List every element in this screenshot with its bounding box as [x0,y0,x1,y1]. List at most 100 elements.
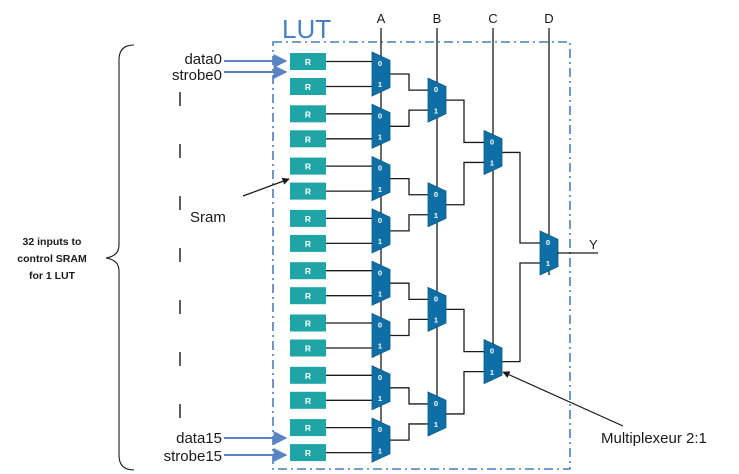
sram-cell: R [290,339,326,357]
brace-label-line-3: for 1 LUT [29,270,76,282]
mux-level-1-body [371,155,391,202]
sram-cell-body [290,444,326,462]
sram-cell-body [290,182,326,200]
sram-cell-label: R [305,134,311,144]
mux-level-3-input-0-label: 0 [490,347,494,356]
mux-l2-to-l3-wire [446,99,484,144]
mux-level-1-body [371,417,391,463]
mux-level-1: 01 [371,208,391,254]
mux-level-1-input-1-label: 1 [378,446,382,455]
mux-level-2: 01 [427,77,447,123]
sram-cell-label: R [305,319,311,329]
mux-level-1: 01 [371,260,391,306]
mux-level-3-input-1-label: 1 [490,368,494,377]
mux-level-3: 01 [483,129,503,176]
sram-cell-label: R [305,214,311,224]
mux-level-4-input-1-label: 1 [546,259,550,268]
mux-level-3-input-0-label: 0 [490,138,494,147]
mux-l1-to-l2-wire [390,282,428,300]
sram-annotation-arrow [242,177,290,197]
sram-cell-body [290,339,326,357]
sram-cell-label: R [305,344,311,354]
mux-l2-to-l3-wire [446,161,484,206]
mux-l1-to-l2-wire [390,73,428,91]
mux-level-4-body [539,230,559,276]
mux-level-1-body [371,208,391,254]
sram-cell: R [290,287,326,305]
sram-cell-label: R [305,291,311,301]
sram-cell: R [290,314,326,332]
sram-cell-label: R [305,57,311,67]
mux-level-1: 01 [371,103,391,149]
mux-level-3-body [483,339,503,385]
sram-cell-label: R [305,448,311,458]
sram-cell-body [290,366,326,384]
mux-level-1-body [371,260,391,306]
sram-cell-label: R [305,396,311,406]
mux-level-4-input-0-label: 0 [546,238,550,247]
sram-cell: R [290,53,326,70]
mux-level-2-body [427,286,447,332]
mux-level-1-input-1-label: 1 [378,342,382,351]
mux-l3-to-l4-wire [502,262,540,363]
mux-level-2-body [427,77,447,123]
mux-level-2-input-1-label: 1 [434,316,438,325]
mux-level-2: 01 [427,391,447,437]
sram-cell: R [290,444,326,462]
mux-level-1: 01 [371,155,391,202]
mux-level-1: 01 [371,312,391,359]
mux-l1-to-l2-wire [390,109,428,127]
mux-level-1: 01 [371,365,391,411]
mux-level-3-body [483,129,503,176]
mux-l3-to-l4-wire [502,151,540,244]
mux-level-1-input-1-label: 1 [378,237,382,246]
mux-level-2-input-1-label: 1 [434,106,438,115]
mux-level-1-input-0-label: 0 [378,268,382,277]
mux-level-1-body [371,365,391,411]
input-strobe0-label: strobe0 [172,67,222,84]
sram-cell-label: R [305,109,311,119]
sram-cell-body [290,234,326,252]
mux-level-2-input-1-label: 1 [434,211,438,220]
mux-level-1-body [371,312,391,359]
sram-cell-label: R [305,423,311,433]
sram-cell-body [290,314,326,332]
sram-cell-body [290,419,326,437]
select-line-d-label: D [544,11,553,26]
mux-level-2-input-1-label: 1 [434,420,438,429]
input-data0-label: data0 [184,51,222,68]
sram-cell: R [290,130,326,148]
mux-level-1-body [371,103,391,149]
sram-cell-label: R [305,162,311,172]
sram-cell: R [290,234,326,252]
mux-level-1: 01 [371,417,391,463]
select-line-c-label: C [488,11,497,26]
output-label: Y [589,237,598,252]
sram-cell-body [290,53,326,70]
sram-cell-body [290,391,326,409]
mux-level-3: 01 [483,339,503,385]
sram-cell-label: R [305,187,311,197]
mux-level-1-input-0-label: 0 [378,425,382,434]
mux-l2-to-l3-wire [446,308,484,353]
lut-title: LUT [282,14,331,44]
mux-level-2-input-0-label: 0 [434,294,438,303]
mux-level-4: 01 [539,230,559,276]
sram-cell-body [290,78,326,95]
brace-label-line-2: control SRAM [17,253,87,265]
sram-cell-body [290,287,326,305]
sram-cell: R [290,262,326,280]
mux-level-1-input-1-label: 1 [378,80,382,89]
mux-level-3-input-1-label: 1 [490,159,494,168]
mux-l2-to-l3-wire [446,371,484,415]
sram-cell: R [290,419,326,437]
mux-level-1-input-0-label: 0 [378,59,382,68]
mux-level-1-input-0-label: 0 [378,321,382,330]
mux-level-1: 01 [371,51,391,97]
mux-level-1-input-0-label: 0 [378,216,382,225]
inputs-brace [105,44,135,471]
sram-cell: R [290,366,326,384]
